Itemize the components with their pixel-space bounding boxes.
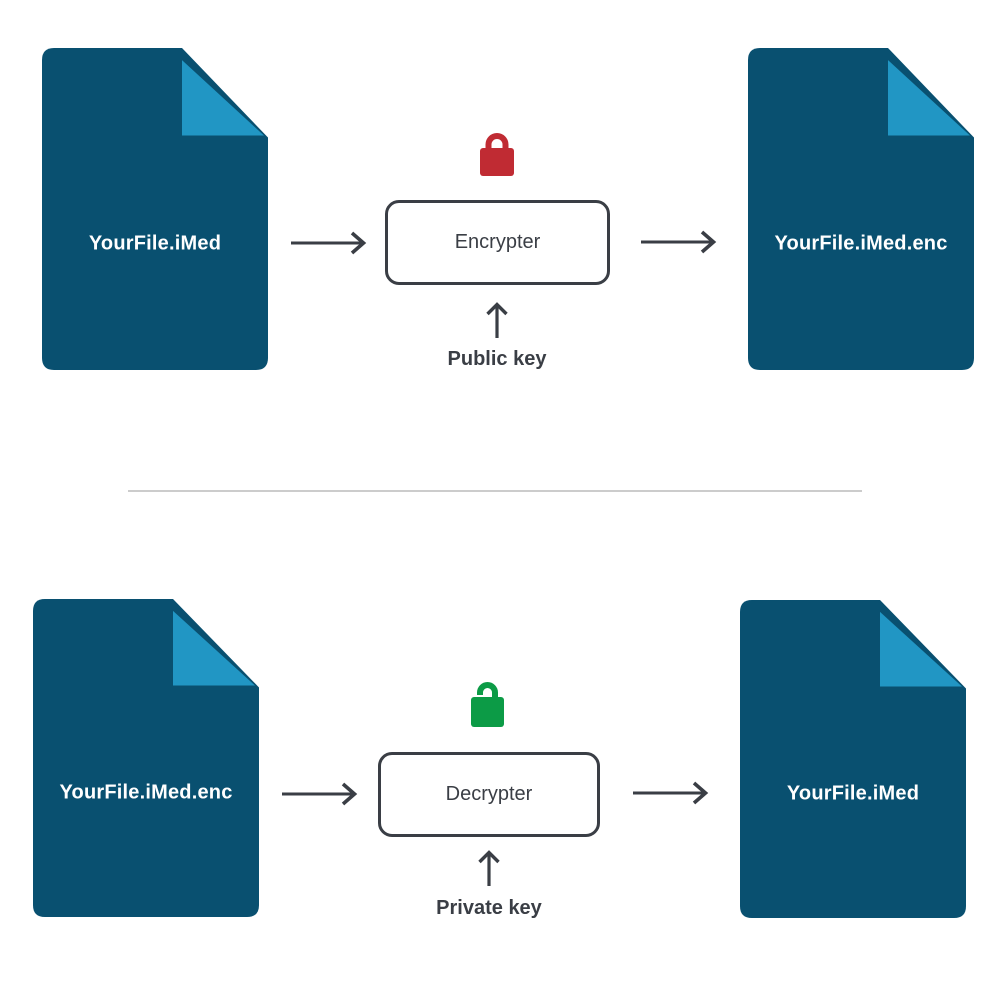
output-file-icon: YourFile.iMed xyxy=(740,600,966,918)
file-label: YourFile.iMed.enc xyxy=(59,781,233,804)
arrow-up-icon xyxy=(477,850,501,888)
file-label: YourFile.iMed xyxy=(786,782,920,805)
encrypter-box: Encrypter xyxy=(385,200,610,285)
file-shape xyxy=(33,599,259,917)
lock-closed-icon xyxy=(480,132,514,176)
output-file-icon: YourFile.iMed.enc xyxy=(748,48,974,370)
decrypter-box: Decrypter xyxy=(378,752,600,837)
public-key-label: Public key xyxy=(447,348,547,370)
file-fold-corner xyxy=(173,610,255,686)
input-file-icon: YourFile.iMed xyxy=(42,48,268,370)
arrow-right-icon xyxy=(641,229,717,255)
file-shape xyxy=(740,600,966,918)
arrow-right-icon xyxy=(282,781,358,807)
arrow-right-icon xyxy=(633,780,709,806)
arrow-up-icon xyxy=(485,302,509,340)
file-shape xyxy=(42,48,268,370)
lock-open-icon xyxy=(471,682,504,727)
file-label: YourFile.iMed xyxy=(88,232,222,255)
input-file-icon: YourFile.iMed.enc xyxy=(33,599,259,917)
file-label: YourFile.iMed.enc xyxy=(774,232,948,255)
file-shape xyxy=(748,48,974,370)
section-divider xyxy=(128,490,862,492)
decrypter-label: Decrypter xyxy=(445,783,533,805)
private-key-label: Private key xyxy=(436,897,542,919)
arrow-right-icon xyxy=(291,230,367,256)
encrypter-label: Encrypter xyxy=(454,231,541,253)
file-fold-corner xyxy=(880,611,962,687)
